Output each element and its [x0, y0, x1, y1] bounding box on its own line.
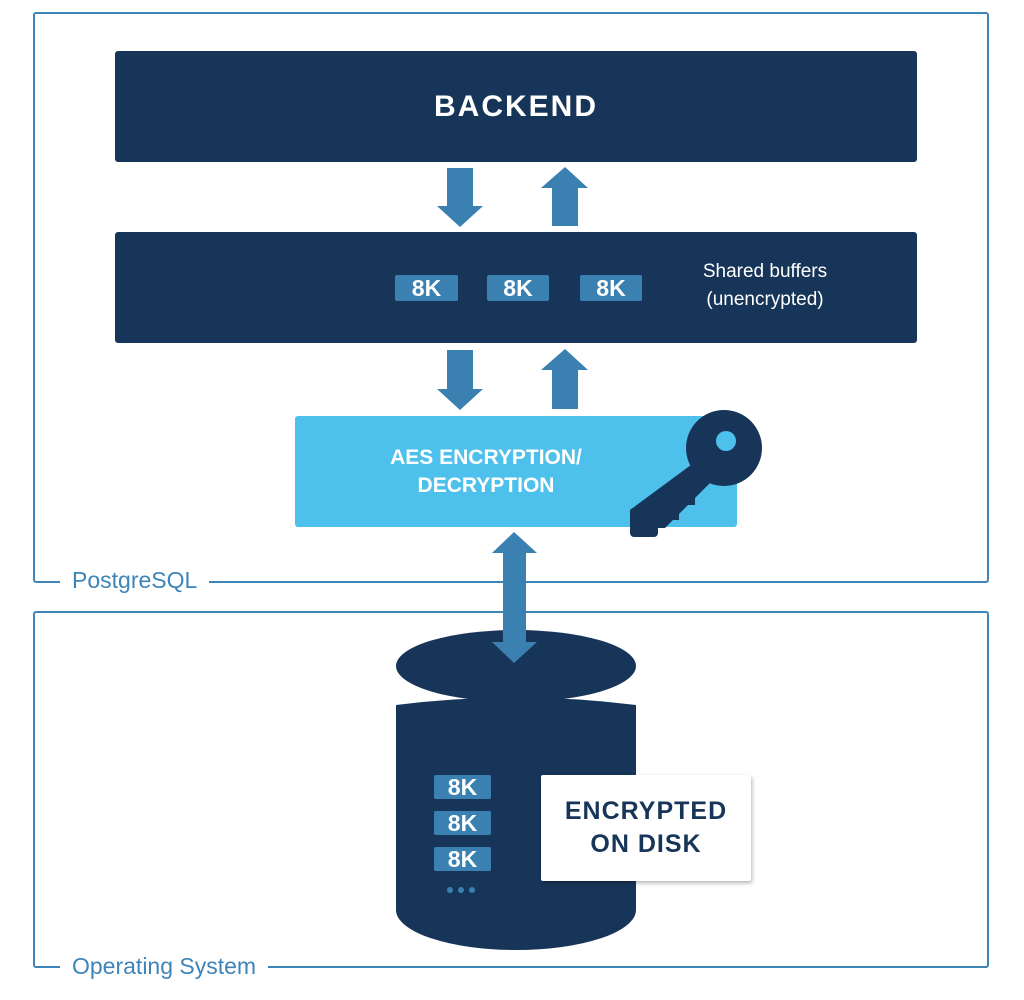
aes-label-line2: DECRYPTION [417, 473, 555, 497]
encrypted-label-line2: ON DISK [590, 830, 702, 858]
backend-label: BACKEND [434, 89, 598, 123]
arrow-down-icon [437, 168, 483, 227]
buffer-page-chip: 8K [487, 275, 549, 301]
disk-page-chip: 8K [434, 775, 491, 800]
operating-system-label: Operating System [60, 953, 269, 979]
disk-page-chip: 8K [434, 847, 491, 872]
shared-buffers-sublabel: (unencrypted) [706, 289, 824, 310]
arrow-bidirectional-icon [492, 532, 537, 663]
database-cylinder-top [396, 630, 636, 702]
aes-label-line1: AES ENCRYPTION/ [390, 445, 582, 469]
database-cylinder [396, 697, 636, 950]
buffer-page-chip: 8K [580, 275, 642, 301]
postgresql-label: PostgreSQL [60, 567, 210, 593]
disk-page-chip: 8K [434, 811, 491, 836]
more-dot [447, 887, 453, 893]
arrow-down-icon [437, 350, 483, 410]
backend-box: BACKEND [115, 51, 917, 162]
encrypted-label-line1: ENCRYPTED [564, 797, 728, 825]
more-dot [458, 887, 464, 893]
shared-buffers-label: Shared buffers [702, 261, 828, 282]
more-dot [469, 887, 475, 893]
shared-buffers-box: 8K 8K 8K Shared buffers (unencrypted) [115, 232, 917, 343]
arrow-up-icon [541, 167, 588, 226]
arrow-up-icon [541, 349, 588, 409]
buffer-page-chip: 8K [395, 275, 458, 301]
encrypted-on-disk-box: ENCRYPTED ON DISK [541, 775, 751, 881]
key-icon [630, 410, 762, 537]
